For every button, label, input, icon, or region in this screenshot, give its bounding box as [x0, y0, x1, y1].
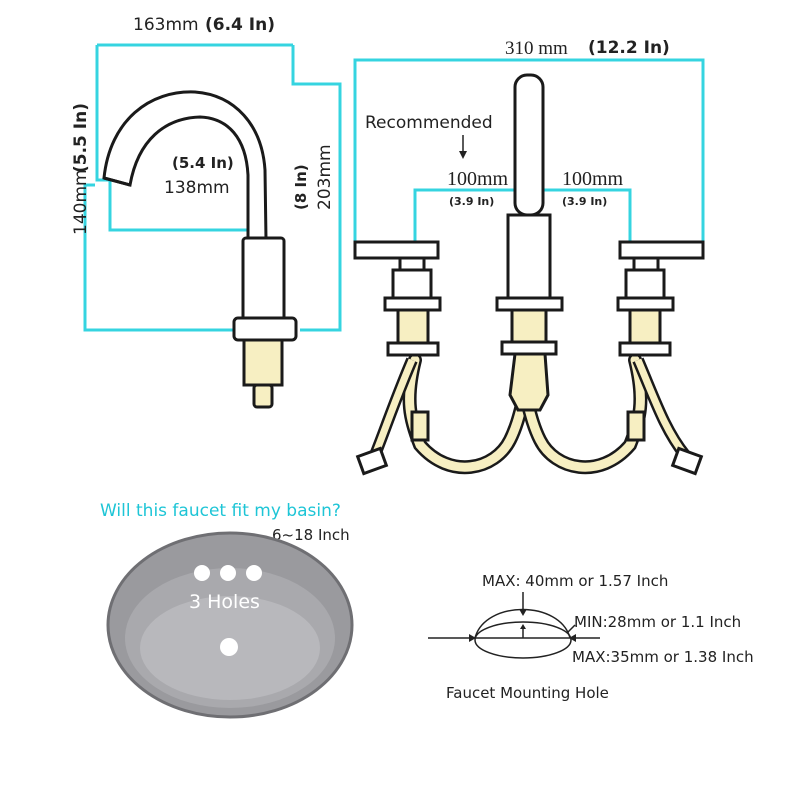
recommended-arrow-icon	[459, 135, 467, 159]
faucet-body	[241, 236, 286, 322]
left-handle	[353, 240, 442, 476]
total-in-label: (8 In)	[292, 164, 310, 210]
left-supply-line	[371, 358, 416, 457]
spout-outlet	[103, 176, 131, 187]
reach-138-line	[108, 180, 262, 232]
side-view: 163mm (6.4 In) 140mm (5.5 In) (5.4 In) 1…	[71, 15, 342, 409]
hole-top-edge	[474, 608, 571, 639]
span-in-label: (12.2 In)	[588, 38, 670, 58]
total-in-label-group: (8 In)	[292, 164, 310, 210]
mounting-hole-caption: Faucet Mounting Hole	[446, 684, 609, 702]
spout-nut	[500, 340, 558, 356]
fit-question: Will this faucet fit my basin?	[100, 501, 341, 521]
left-nut	[386, 341, 440, 357]
height-mm-label: 140mm	[71, 169, 91, 235]
left-flange	[383, 296, 442, 312]
center-spout	[495, 73, 564, 412]
hole-ellipse	[474, 621, 572, 659]
shank-tip	[252, 383, 274, 409]
right-spacing-mm-label: 100mm	[562, 168, 624, 190]
right-lever	[618, 240, 705, 260]
width-in-label: (6.4 In)	[205, 15, 275, 35]
right-shank	[628, 308, 662, 345]
spout	[102, 90, 298, 409]
height-in-label: (5.5 In)	[71, 103, 91, 173]
left-shank	[396, 308, 430, 345]
width-mm-label: 163mm	[133, 15, 199, 35]
basin-hole-right	[246, 565, 262, 581]
span-310-bracket	[353, 58, 705, 245]
reach-mm-label: 138mm	[164, 178, 230, 198]
height-140-bracket	[83, 183, 235, 332]
spout-base	[495, 296, 564, 312]
recommended-label: Recommended	[365, 113, 493, 133]
total-mm-label-group: 203mm	[315, 144, 335, 210]
left-spacing-mm-label: 100mm	[447, 168, 509, 190]
basin-hole-left	[194, 565, 210, 581]
basin-image	[106, 531, 354, 719]
right-supply-line	[634, 358, 688, 458]
max-bottom-label: MAX:35mm or 1.38 Inch	[572, 648, 754, 666]
holes-label: 3 Holes	[189, 591, 260, 613]
left-stem	[398, 256, 426, 272]
height-203-bracket	[291, 45, 342, 332]
mounting-nut	[232, 316, 298, 342]
left-spacing-in-label: (3.9 In)	[449, 195, 494, 208]
mounting-hole-section: MAX: 40mm or 1.57 Inch MIN:28mm or 1.1 I…	[428, 572, 754, 702]
left-lever	[353, 240, 440, 260]
spout-gooseneck	[102, 90, 268, 242]
spout-body	[506, 213, 552, 302]
right-connector	[670, 446, 704, 476]
left-coupling	[410, 410, 430, 442]
front-view: 310 mm (12.2 In) Recommended 100mm (3.9 …	[353, 38, 705, 476]
span-mm-label: 310 mm	[505, 38, 568, 59]
min-label: MIN:28mm or 1.1 Inch	[574, 613, 741, 631]
right-nut	[618, 341, 672, 357]
basin-section: Will this faucet fit my basin? 6~18 Inch…	[100, 501, 354, 719]
supply-hoses	[369, 353, 690, 475]
spout-shank	[510, 308, 548, 344]
left-hose	[405, 355, 533, 472]
spout-riser	[513, 73, 545, 217]
total-mm-label: 203mm	[315, 144, 335, 210]
right-spacing-in-label: (3.9 In)	[562, 195, 607, 208]
right-handle	[616, 240, 705, 476]
mounting-hole-diagram	[428, 592, 600, 659]
left-valve-body	[391, 268, 433, 300]
basin-drain	[220, 638, 238, 656]
basin-hole-center	[220, 565, 236, 581]
max-top-label: MAX: 40mm or 1.57 Inch	[482, 572, 668, 590]
right-stem	[632, 256, 660, 272]
right-valve-body	[624, 268, 666, 300]
right-flange	[616, 296, 675, 312]
reach-in-label: (5.4 In)	[172, 154, 234, 172]
right-hose	[517, 355, 645, 472]
right-coupling	[626, 410, 646, 442]
shank	[242, 338, 284, 387]
left-connector	[355, 446, 389, 476]
hole-spacing-label: 6~18 Inch	[272, 526, 350, 544]
tee-connector	[508, 352, 550, 412]
height-140-label-group: 140mm (5.5 In)	[71, 103, 91, 235]
